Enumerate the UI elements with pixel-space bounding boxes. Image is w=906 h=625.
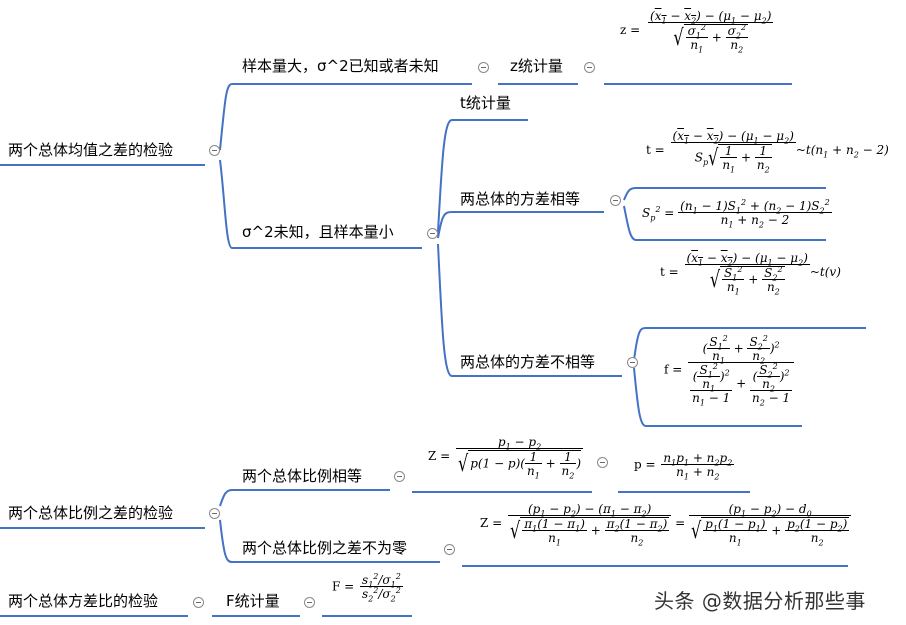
collapse-toggle-icon[interactable] [304,597,315,608]
root-prop-diff[interactable]: 两个总体比例之差的检验 [8,504,174,522]
formula-f-ratio: F = s12/σ12 s22/σ22 [332,572,403,604]
collapse-toggle-icon[interactable] [597,457,608,468]
formula-F-prefix: F = [332,579,355,594]
collapse-toggle-icon[interactable] [444,544,455,555]
node-prop-nonzero[interactable]: 两个总体比例之差不为零 [242,539,408,557]
collapse-toggle-icon[interactable] [627,357,638,368]
node-unequal-variance[interactable]: 两总体的方差不相等 [460,353,596,371]
formula-Z1-prefix: Z = [428,449,451,463]
watermark: 头条 @数据分析那些事 [654,589,866,613]
formula-t2-prefix: t = [660,265,679,279]
formula-t1-prefix: t = [646,143,665,157]
node-small-sample[interactable]: σ^2未知，且样本量小 [242,223,394,241]
formula-pooled-variance: Sp2 = (n1 − 1)S12 + (n2 − 1)S22 n1 + n2 … [642,198,832,230]
collapse-toggle-icon[interactable] [209,145,220,156]
collapse-toggle-icon[interactable] [209,508,220,519]
node-f-statistic[interactable]: F统计量 [226,592,280,610]
formula-pooled-p: p = n1p1 + n2p2 n1 + n2 [634,451,735,482]
node-large-sample[interactable]: 样本量大，σ^2已知或者未知 [242,57,439,75]
formula-p-prefix: p = [634,457,656,472]
collapse-toggle-icon[interactable] [193,597,204,608]
formula-Z2-prefix: Z = [480,516,503,530]
formula-f-prefix: f = [664,362,683,377]
node-z-statistic[interactable]: z统计量 [510,57,563,75]
node-prop-equal[interactable]: 两个总体比例相等 [242,467,363,485]
formula-sp-prefix: S [642,205,651,220]
formula-z-prefix: z = [620,23,641,37]
collapse-toggle-icon[interactable] [478,62,489,73]
collapse-toggle-icon[interactable] [394,471,405,482]
root-var-ratio[interactable]: 两个总体方差比的检验 [8,592,159,610]
collapse-toggle-icon[interactable] [427,228,438,239]
node-equal-variance[interactable]: 两总体的方差相等 [460,190,581,208]
collapse-toggle-icon[interactable] [584,62,595,73]
collapse-toggle-icon[interactable] [610,195,621,206]
node-t-statistic[interactable]: t统计量 [460,94,511,112]
formula-z-prop-diff: Z = (p1 − p2) − (π1 − π2) √π1(1 − π1)n1 … [480,503,852,547]
root-mean-diff[interactable]: 两个总体均值之差的检验 [8,141,174,159]
